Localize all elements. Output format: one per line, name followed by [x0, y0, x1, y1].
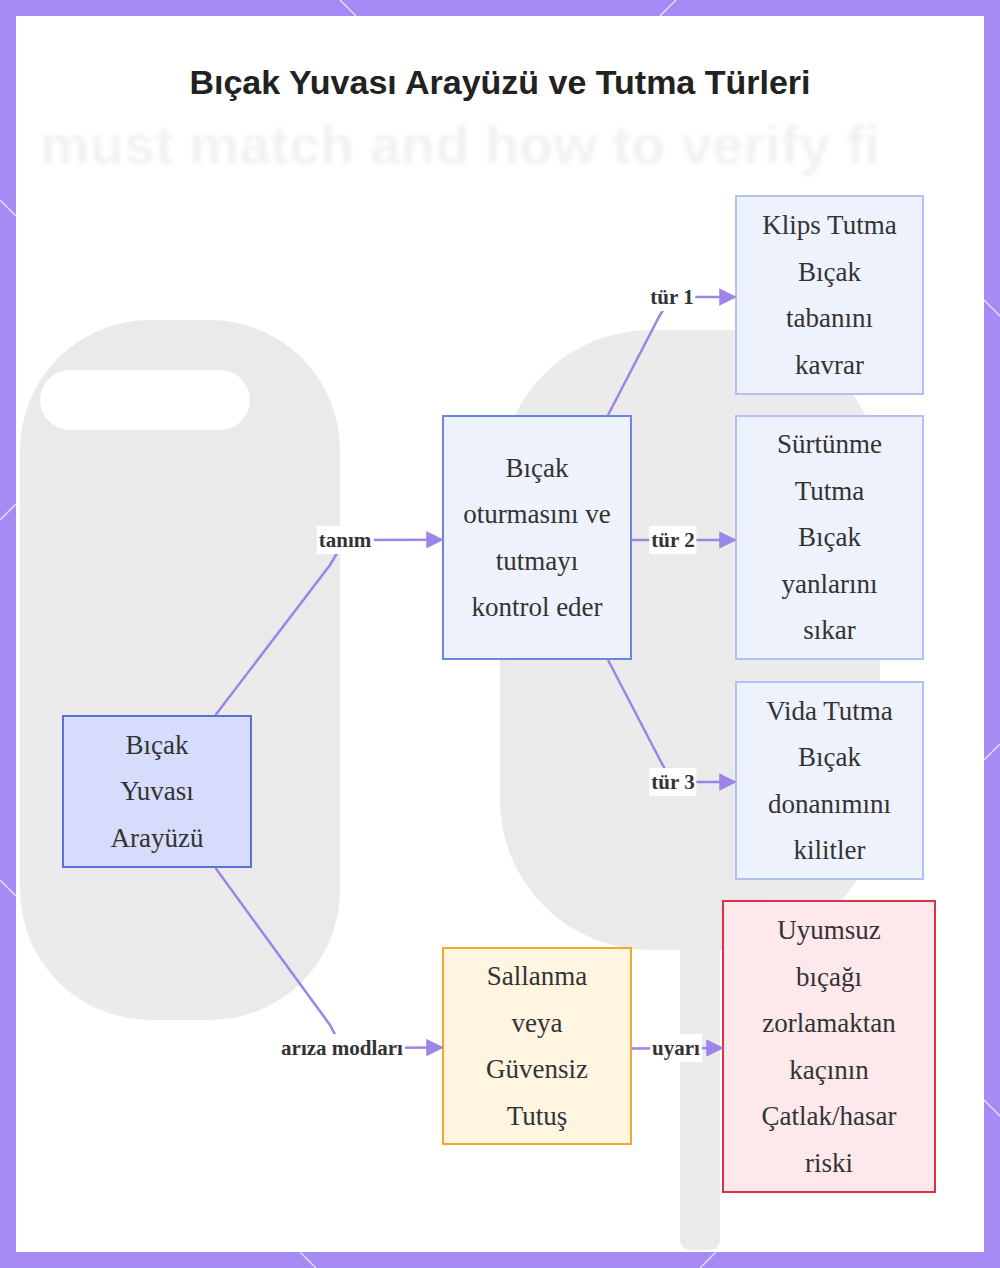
frame-line — [660, 0, 676, 16]
diagram-title: Bıçak Yuvası Arayüzü ve Tutma Türleri — [150, 62, 850, 102]
connector — [608, 660, 735, 782]
node-text: Klips Tutma — [762, 202, 896, 249]
key-fob-shape — [20, 320, 340, 1020]
type-box: Klips TutmaBıçak tabanını kavrar — [735, 195, 924, 395]
frame-line — [0, 200, 16, 216]
frame-line — [0, 880, 16, 896]
node-text: Sallanma veya Güvensiz Tutuş — [474, 953, 600, 1139]
frame-line — [340, 0, 356, 16]
root-box: Bıçak Yuvası Arayüzü — [62, 715, 252, 868]
frame-line — [700, 1252, 716, 1268]
page-panel — [16, 16, 984, 1252]
node-text: Bıçak yanlarını sıkar — [757, 514, 902, 654]
frame-line — [984, 744, 1000, 760]
node-text: Bıçak donanımını kilitler — [757, 734, 902, 874]
connector — [216, 540, 442, 715]
key-fob-slot — [40, 370, 250, 430]
node-text: Uyumsuz bıçağı zorlamaktan kaçının — [752, 907, 906, 1093]
connector — [216, 868, 442, 1048]
type-box: Sürtünme TutmaBıçak yanlarını sıkar — [735, 415, 924, 660]
node-text: Vida Tutma — [766, 688, 893, 735]
edge-label: tanım — [317, 526, 374, 554]
type-box: Vida TutmaBıçak donanımını kilitler — [735, 681, 924, 880]
node-text: Çatlak/hasar riski — [752, 1093, 906, 1186]
definition-box: Bıçak oturmasını ve tutmayı kontrol eder — [442, 415, 632, 660]
node-text: Bıçak Yuvası Arayüzü — [92, 722, 222, 862]
node-text: Bıçak tabanını kavrar — [757, 249, 902, 389]
frame-line — [0, 504, 16, 520]
warning-box: Uyumsuz bıçağı zorlamaktan kaçınınÇatlak… — [722, 900, 936, 1193]
edge-label: tür 2 — [649, 526, 696, 554]
edge-label: tür 1 — [648, 283, 695, 311]
node-text: Bıçak oturmasını ve tutmayı kontrol eder — [456, 445, 618, 631]
key-blade-shape — [680, 920, 720, 1250]
frame-line — [984, 300, 1000, 316]
edge-label: tür 3 — [649, 768, 696, 796]
node-text: Sürtünme Tutma — [757, 421, 902, 514]
edge-label: uyarı — [650, 1034, 702, 1062]
failure-box: Sallanma veya Güvensiz Tutuş — [442, 947, 632, 1145]
watermark-text: must match and how to verify fi — [40, 112, 960, 177]
edge-label: arıza modları — [279, 1034, 405, 1062]
frame-line — [300, 1252, 316, 1268]
frame-line — [984, 1100, 1000, 1116]
connector — [608, 297, 735, 415]
